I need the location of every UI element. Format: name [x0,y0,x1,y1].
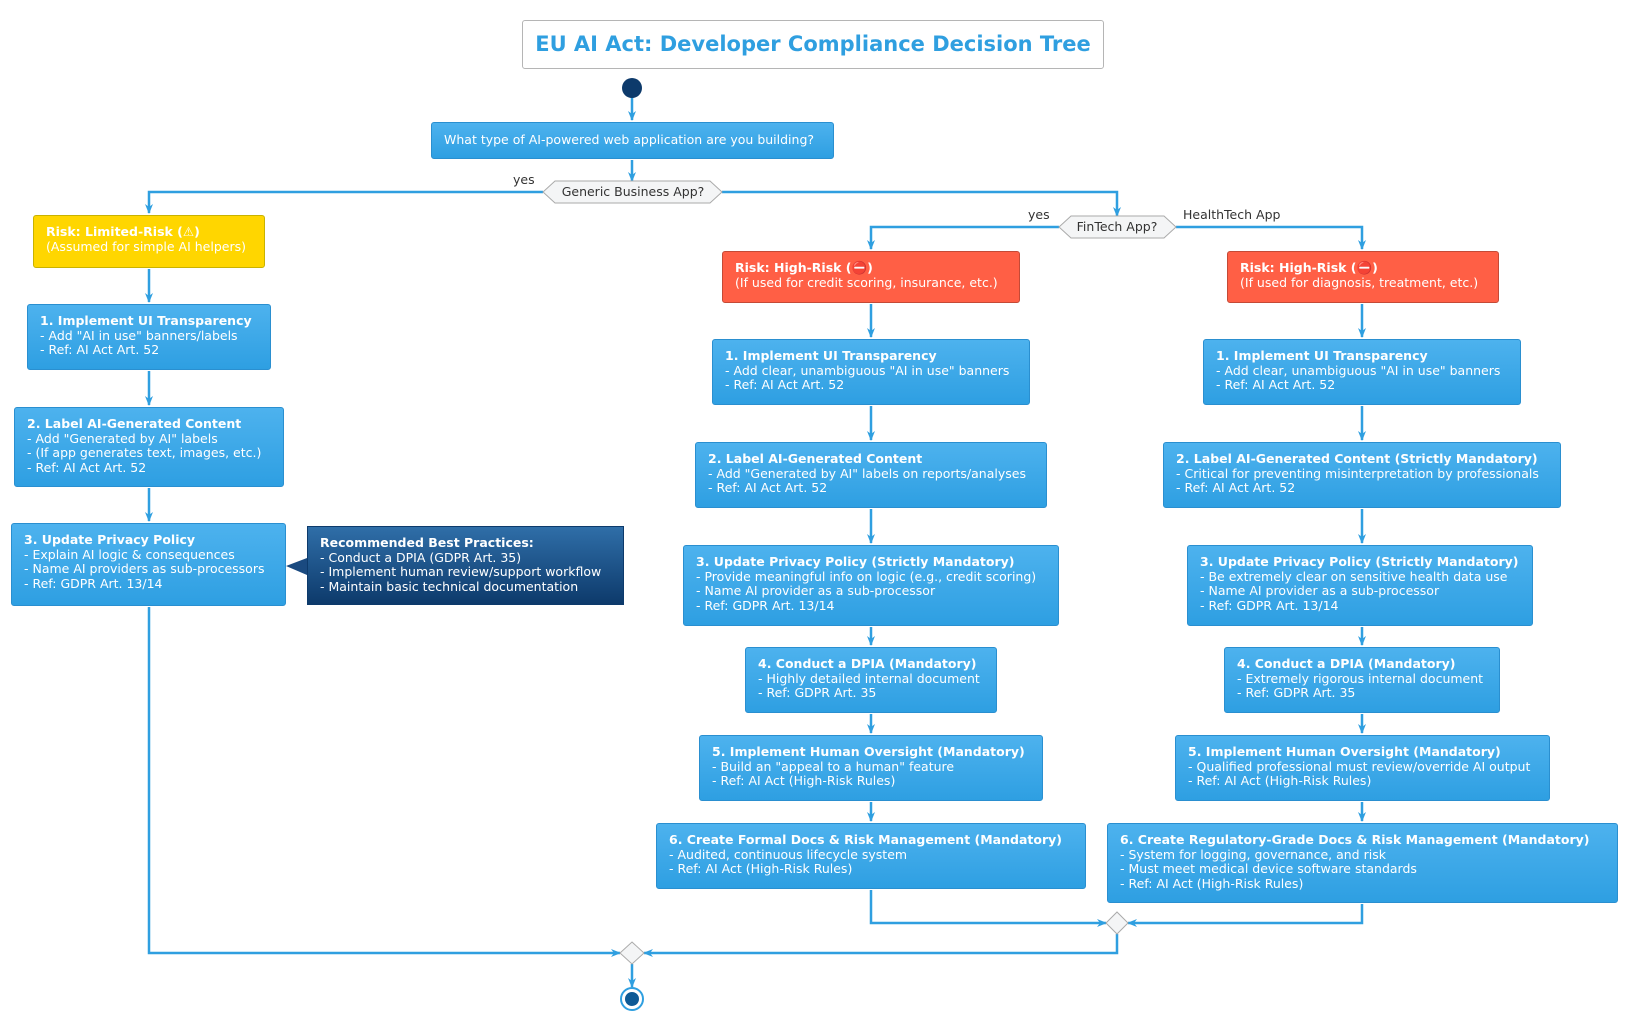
health-step3-line3: - Ref: GDPR Art. 13/14 [1200,597,1339,613]
merge-diamond-high-risk [1105,911,1129,935]
best-practices-line2: - Implement human review/support workflo… [320,564,602,579]
health-step2-line1: - Critical for preventing misinterpretat… [1176,465,1539,481]
health-step6-line3: - Ref: AI Act (High-Risk Rules) [1120,875,1304,891]
generic-step3-line3: - Ref: GDPR Art. 13/14 [24,575,163,591]
health-step1-line1: - Add clear, unambiguous "AI in use" ban… [1216,362,1501,378]
fintech-step1-title: 1. Implement UI Transparency [725,348,937,363]
fintech-step4-line2: - Ref: GDPR Art. 35 [758,685,877,700]
health-risk-line1: (If used for diagnosis, treatment, etc.) [1240,274,1479,290]
fintech-step4-box: 4. Conduct a DPIA (Mandatory) - Highly d… [745,647,997,713]
health-step4-line1: - Extremely rigorous internal document [1237,670,1484,686]
decision-fintech-shape [1058,215,1177,239]
health-step6-line2: - Must meet medical device software stan… [1120,861,1417,876]
fintech-step3-title: 3. Update Privacy Policy (Strictly Manda… [696,554,1015,569]
fintech-step5-title: 5. Implement Human Oversight (Mandatory) [712,744,1025,759]
generic-risk-line1: (Assumed for simple AI helpers) [46,238,246,254]
health-step4-title: 4. Conduct a DPIA (Mandatory) [1237,656,1456,671]
fintech-risk-line1: (If used for credit scoring, insurance, … [735,274,998,290]
fintech-step3-box: 3. Update Privacy Policy (Strictly Manda… [683,545,1059,626]
health-step1-box: 1. Implement UI Transparency - Add clear… [1203,339,1521,405]
decision-generic-question: Generic Business App? [561,184,705,199]
generic-step2-line2: - (If app generates text, images, etc.) [27,445,262,460]
generic-step2-line3: - Ref: AI Act Art. 52 [27,459,147,475]
health-step5-line2: - Ref: AI Act (High-Risk Rules) [1188,773,1372,788]
generic-step3-title: 3. Update Privacy Policy [24,532,196,547]
fintech-step5-line1: - Build an "appeal to a human" feature [712,758,955,774]
fintech-step6-line1: - Audited, continuous lifecycle system [669,846,908,862]
health-step5-title: 5. Implement Human Oversight (Mandatory) [1188,744,1501,759]
health-risk-box: Risk: High-Risk (⛔) (If used for diagnos… [1227,251,1499,303]
fintech-step1-line2: - Ref: AI Act Art. 52 [725,377,845,392]
fintech-step2-box: 2. Label AI-Generated Content - Add "Gen… [695,442,1047,508]
fintech-step3-line1: - Provide meaningful info on logic (e.g.… [696,568,1037,584]
generic-step2-box: 2. Label AI-Generated Content - Add "Gen… [14,407,284,487]
health-step6-line1: - System for logging, governance, and ri… [1120,846,1386,862]
decision-fintech-yes-label: yes [1028,207,1050,222]
health-risk-title: Risk: High-Risk (⛔) [1240,260,1378,275]
decision-fintech-question: FinTech App? [1076,219,1158,234]
generic-risk-title: Risk: Limited-Risk (⚠) [46,224,200,239]
fintech-step4-line1: - Highly detailed internal document [758,670,980,686]
merge-diamond-final [619,941,645,965]
generic-step1-line2: - Ref: AI Act Art. 52 [40,342,160,357]
start-node [622,78,642,98]
fintech-step2-title: 2. Label AI-Generated Content [708,451,923,466]
generic-step2-line1: - Add "Generated by AI" labels [27,430,218,446]
fintech-step2-line1: - Add "Generated by AI" labels on report… [708,465,1026,481]
generic-step3-line1: - Explain AI logic & consequences [24,546,235,562]
fintech-step1-box: 1. Implement UI Transparency - Add clear… [712,339,1030,405]
fintech-step1-line1: - Add clear, unambiguous "AI in use" ban… [725,362,1010,378]
fintech-step6-box: 6. Create Formal Docs & Risk Management … [656,823,1086,889]
generic-step2-title: 2. Label AI-Generated Content [27,416,242,431]
health-step2-line2: - Ref: AI Act Art. 52 [1176,480,1296,495]
fintech-step3-line3: - Ref: GDPR Art. 13/14 [696,597,835,613]
fintech-step6-title: 6. Create Formal Docs & Risk Management … [669,832,1062,847]
decision-fintech-no-label: HealthTech App [1183,207,1281,222]
fintech-step2-line2: - Ref: AI Act Art. 52 [708,480,828,495]
start-question-box: What type of AI-powered web application … [431,122,834,159]
fintech-risk-box: Risk: High-Risk (⛔) (If used for credit … [722,251,1020,303]
generic-step1-box: 1. Implement UI Transparency - Add "AI i… [27,304,271,370]
generic-step3-box: 3. Update Privacy Policy - Explain AI lo… [11,523,286,606]
fintech-step3-line2: - Name AI provider as a sub-processor [696,583,936,598]
fintech-step5-box: 5. Implement Human Oversight (Mandatory)… [699,735,1043,801]
diagram-title: EU AI Act: Developer Compliance Decision… [522,20,1104,69]
generic-step3-line2: - Name AI providers as sub-processors [24,561,265,576]
health-step3-box: 3. Update Privacy Policy (Strictly Manda… [1187,545,1533,626]
generic-step1-title: 1. Implement UI Transparency [40,313,252,328]
health-step2-box: 2. Label AI-Generated Content (Strictly … [1163,442,1561,508]
health-step4-line2: - Ref: GDPR Art. 35 [1237,685,1356,700]
health-step5-box: 5. Implement Human Oversight (Mandatory)… [1175,735,1550,801]
generic-step1-line1: - Add "AI in use" banners/labels [40,327,238,343]
decision-generic-shape [542,180,723,204]
best-practices-title: Recommended Best Practices: [320,535,534,550]
health-step3-line2: - Name AI provider as a sub-processor [1200,583,1440,598]
health-step3-title: 3. Update Privacy Policy (Strictly Manda… [1200,554,1519,569]
start-question-text: What type of AI-powered web application … [444,132,815,147]
fintech-step6-line2: - Ref: AI Act (High-Risk Rules) [669,861,853,876]
health-step2-title: 2. Label AI-Generated Content (Strictly … [1176,451,1538,466]
health-step6-title: 6. Create Regulatory-Grade Docs & Risk M… [1120,832,1590,847]
fintech-step4-title: 4. Conduct a DPIA (Mandatory) [758,656,977,671]
health-step1-line2: - Ref: AI Act Art. 52 [1216,377,1336,392]
decision-generic-yes-label: yes [513,172,535,187]
fintech-risk-title: Risk: High-Risk (⛔) [735,260,873,275]
health-step5-line1: - Qualified professional must review/ove… [1188,758,1531,774]
best-practices-note: Recommended Best Practices: - Conduct a … [307,526,624,605]
best-practices-line1: - Conduct a DPIA (GDPR Art. 35) [320,549,522,565]
health-step1-title: 1. Implement UI Transparency [1216,348,1428,363]
fintech-step5-line2: - Ref: AI Act (High-Risk Rules) [712,773,896,788]
best-practices-line3: - Maintain basic technical documentation [320,578,579,594]
health-step4-box: 4. Conduct a DPIA (Mandatory) - Extremel… [1224,647,1500,713]
health-step6-box: 6. Create Regulatory-Grade Docs & Risk M… [1107,823,1618,903]
generic-risk-box: Risk: Limited-Risk (⚠) (Assumed for simp… [33,215,265,268]
health-step3-line1: - Be extremely clear on sensitive health… [1200,568,1508,584]
